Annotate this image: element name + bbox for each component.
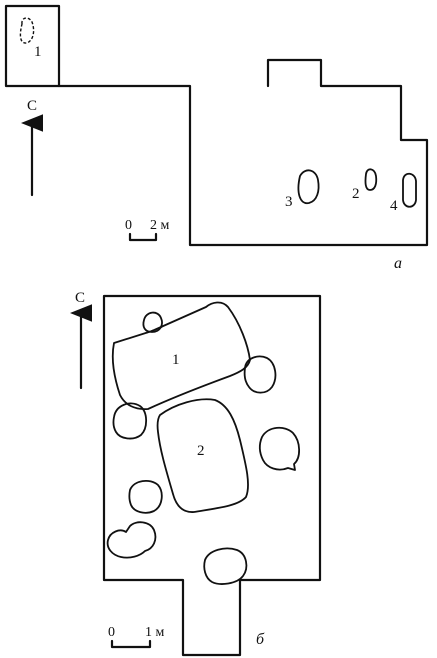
panel-a-feature-4-outline [402,172,417,208]
panel-b-feature-2-outline [156,398,249,513]
panel-b-feature-2-label: 2 [197,443,205,459]
panel-b-scale-length: 1 м [145,625,165,640]
panel-a-feature-3-label: 3 [285,194,293,210]
panel-a-scale-line [128,232,158,242]
panel-b-pit-right-middle [258,426,301,471]
panel-b-chamber-outline [102,294,322,657]
panel-a-feature-1-outline [19,17,35,44]
panel-b-pit-left-upper [112,402,148,440]
panel-b-feature-1-dotted-edge [145,326,163,334]
panel-b-pit-left-middle [128,479,163,514]
panel-b-north-label: С [75,290,85,306]
panel-b-scale-line [110,639,152,649]
panel-a: 1 3 2 4 С 0 2 м а [4,4,429,272]
panel-b-pit-left-lower [106,521,157,559]
panel-b-north-arrow: С [70,290,92,390]
panel-b-label: б [256,631,265,648]
panel-a-feature-4-label: 4 [390,198,398,214]
panel-b-pit-bottom [203,547,248,585]
panel-a-north-label: С [27,98,37,114]
panel-b-pit-right-upper [243,355,277,394]
panel-a-feature-1-label: 1 [34,44,42,60]
panel-a-north-arrow: С [21,98,43,197]
panel-b-small-pit-top [142,311,163,333]
panel-b: 1 2 С 0 1 м б [70,290,322,657]
panel-a-feature-2-outline [364,168,378,191]
panel-a-feature-2-label: 2 [352,186,360,202]
panel-a-feature-3-outline [297,169,320,205]
panel-a-small-chamber-outline [4,4,61,88]
panel-a-label: а [394,255,402,272]
panel-b-scale-zero: 0 [108,625,115,640]
panel-a-main-chamber-outline [57,58,429,247]
panel-a-scale-bar: 0 2 м [125,218,170,242]
panel-b-scale-bar: 0 1 м [108,625,165,649]
panel-a-scale-length: 2 м [150,218,170,233]
panel-b-feature-1-outline [111,301,251,410]
panel-b-feature-1-label: 1 [172,352,180,368]
panel-a-scale-zero: 0 [125,218,132,233]
